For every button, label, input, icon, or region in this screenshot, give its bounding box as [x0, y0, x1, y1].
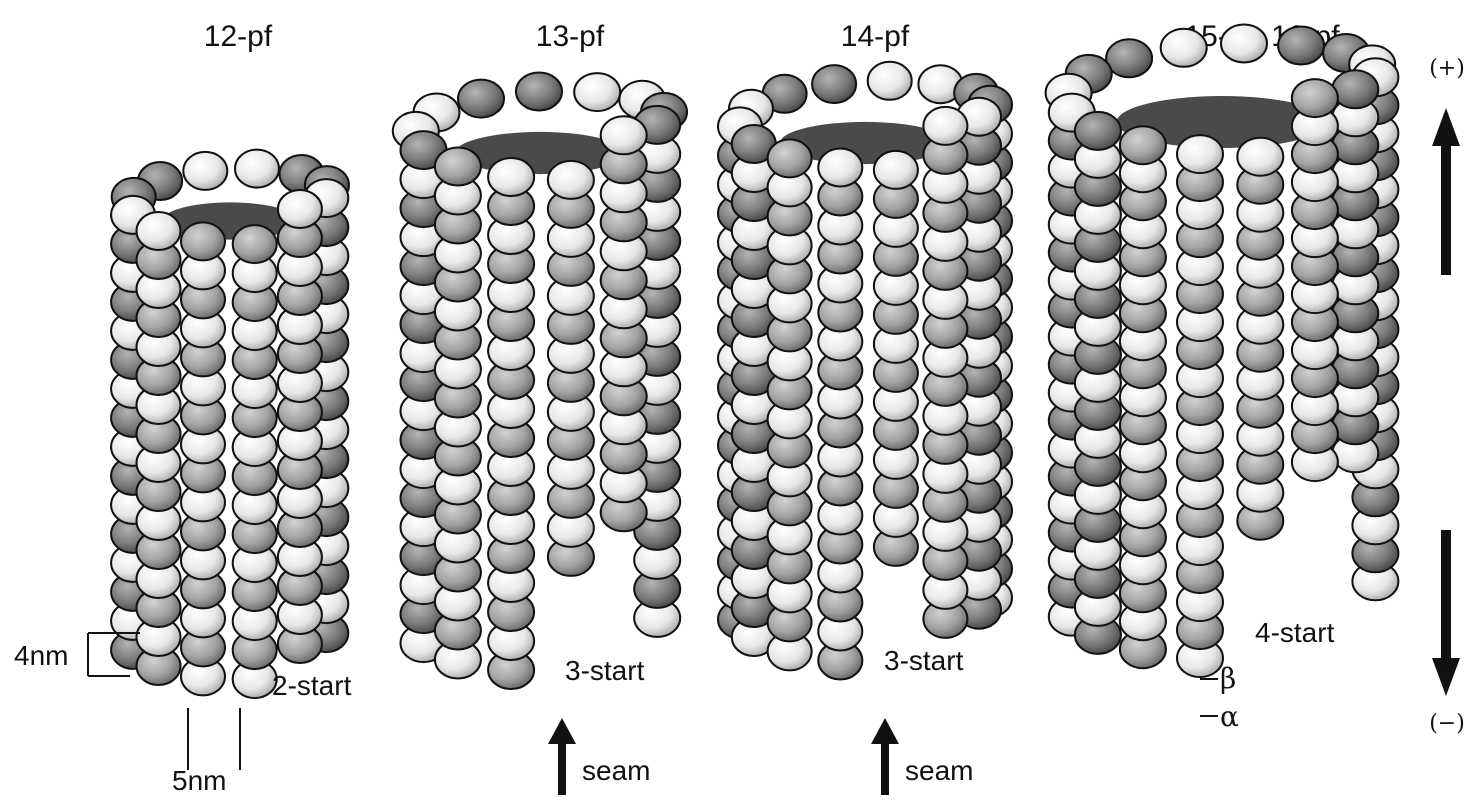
label-beta: β [1220, 662, 1236, 695]
tubulin-subunit [1106, 39, 1152, 77]
panel-title-12pf: 12-pf [204, 20, 273, 53]
tubulin-subunit [874, 151, 918, 189]
minus-end-arrow [1432, 530, 1460, 696]
label-seam-14pf: seam [905, 755, 973, 786]
tubulin-subunit [516, 73, 562, 111]
tubulin-subunit [548, 161, 594, 199]
label-plus-end: (+) [1429, 56, 1465, 81]
label-minus-end: (−) [1429, 711, 1465, 736]
tubulin-subunit [1075, 112, 1121, 150]
label-5nm: 5nm [172, 765, 226, 796]
tubulin-subunit [458, 80, 504, 118]
plus-end-arrow [1432, 108, 1460, 275]
tubulin-subunit [233, 225, 277, 263]
tubulin-subunit [1161, 29, 1207, 67]
microtubule-14pf [718, 62, 1012, 680]
tubulin-subunit [1292, 79, 1338, 117]
label-2-start: 2-start [272, 670, 352, 701]
label-alpha: α [1220, 700, 1239, 733]
tubulin-subunit [574, 73, 620, 111]
tubulin-subunit [1177, 135, 1223, 173]
label-4nm: 4nm [14, 640, 68, 671]
label-3-start-13pf: 3-start [565, 655, 645, 686]
microtubule-13pf [393, 73, 687, 690]
tubulin-subunit [435, 148, 481, 186]
tubulin-subunit [1120, 126, 1166, 164]
seam-arrow-13pf [548, 718, 576, 795]
tubulin-subunit [181, 222, 225, 260]
tubulin-subunit [1221, 25, 1267, 63]
label-3-start-14pf: 3-start [884, 645, 964, 676]
tubulin-subunit [1278, 27, 1324, 65]
panel-title-14pf: 14-pf [841, 20, 910, 53]
label-seam-13pf: seam [582, 755, 650, 786]
panel-title-13pf: 13-pf [536, 20, 605, 53]
tubulin-subunit [278, 190, 322, 228]
tubulin-subunit [488, 158, 534, 196]
label-4-start: 4-start [1255, 617, 1335, 648]
tubulin-subunit [1332, 70, 1378, 108]
tubulin-subunit [183, 152, 227, 190]
tubulin-subunit [235, 150, 279, 188]
tubulin-subunit [868, 62, 912, 100]
seam-arrow-14pf [871, 718, 899, 795]
tubulin-subunit [812, 65, 856, 103]
tubulin-subunit [818, 149, 862, 187]
microtubule-12pf [111, 150, 349, 699]
tubulin-subunit [137, 212, 181, 250]
microtubule-15-16pf [1046, 25, 1399, 678]
tubulin-subunit [923, 107, 967, 145]
tubulin-subunit [1237, 138, 1283, 176]
dimension-5nm [188, 708, 240, 770]
tubulin-subunit [768, 139, 812, 177]
tubulin-subunit [601, 116, 647, 154]
